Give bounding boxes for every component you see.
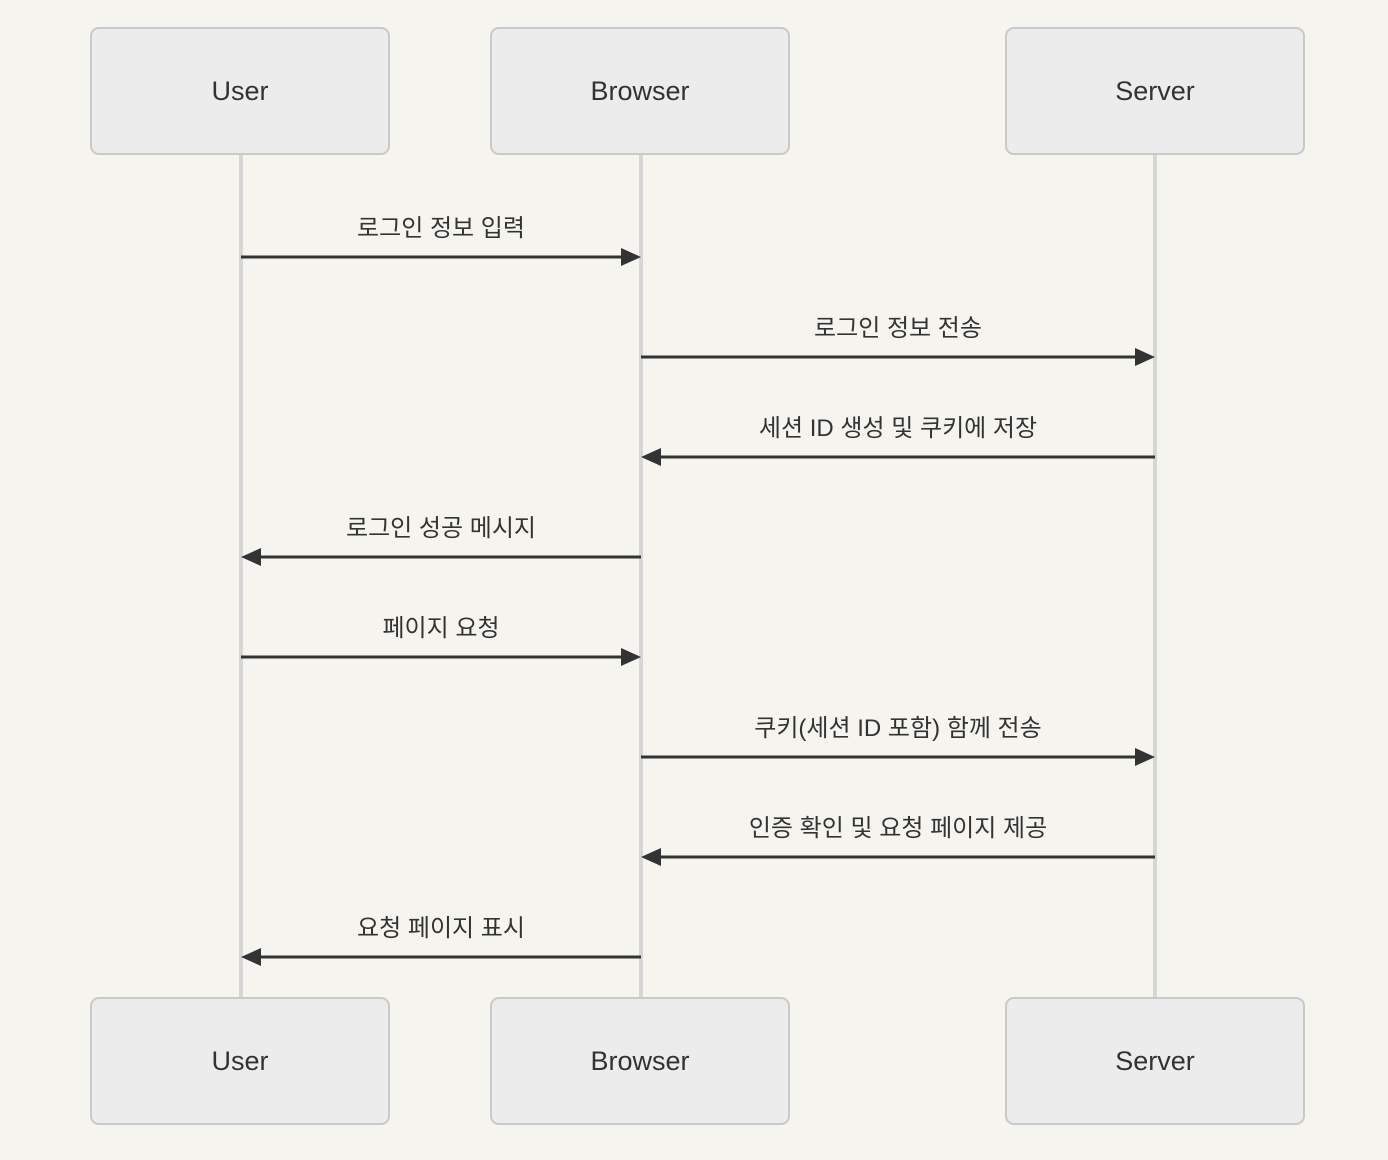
message-label-6: 쿠키(세션 ID 포함) 함께 전송 [754, 715, 1042, 742]
actor-box-user-top: User [90, 27, 390, 155]
actor-box-user-bottom: User [90, 997, 390, 1125]
actor-label-user-bottom: User [211, 1045, 269, 1076]
message-arrowhead-5 [621, 648, 641, 666]
actor-label-server-bottom: Server [1115, 1045, 1195, 1076]
message-arrowhead-3 [641, 448, 661, 466]
message-label-5: 페이지 요청 [382, 615, 500, 642]
message-arrowhead-7 [641, 848, 661, 866]
message-arrowhead-6 [1135, 748, 1155, 766]
lifeline-user [239, 155, 243, 998]
lifeline-server [1153, 155, 1157, 998]
message-arrowhead-8 [241, 948, 261, 966]
actor-label-server: Server [1115, 75, 1195, 106]
message-label-8: 요청 페이지 표시 [357, 915, 525, 942]
message-label-3: 세션 ID 생성 및 쿠키에 저장 [758, 415, 1038, 442]
actor-label-browser: Browser [590, 75, 690, 106]
message-label-7: 인증 확인 및 요청 페이지 제공 [748, 815, 1048, 842]
actor-box-browser-top: Browser [490, 27, 790, 155]
message-arrowhead-1 [621, 248, 641, 266]
actor-box-server-top: Server [1005, 27, 1305, 155]
message-arrowhead-4 [241, 548, 261, 566]
actor-box-browser-bottom: Browser [490, 997, 790, 1125]
actor-box-server-bottom: Server [1005, 997, 1305, 1125]
lifeline-browser [639, 155, 643, 998]
message-arrowhead-2 [1135, 348, 1155, 366]
actor-label-browser-bottom: Browser [590, 1045, 690, 1076]
actor-label-user: User [211, 75, 269, 106]
message-label-2: 로그인 정보 전송 [814, 315, 982, 342]
message-label-4: 로그인 성공 메시지 [346, 515, 536, 542]
message-label-1: 로그인 정보 입력 [357, 215, 525, 242]
